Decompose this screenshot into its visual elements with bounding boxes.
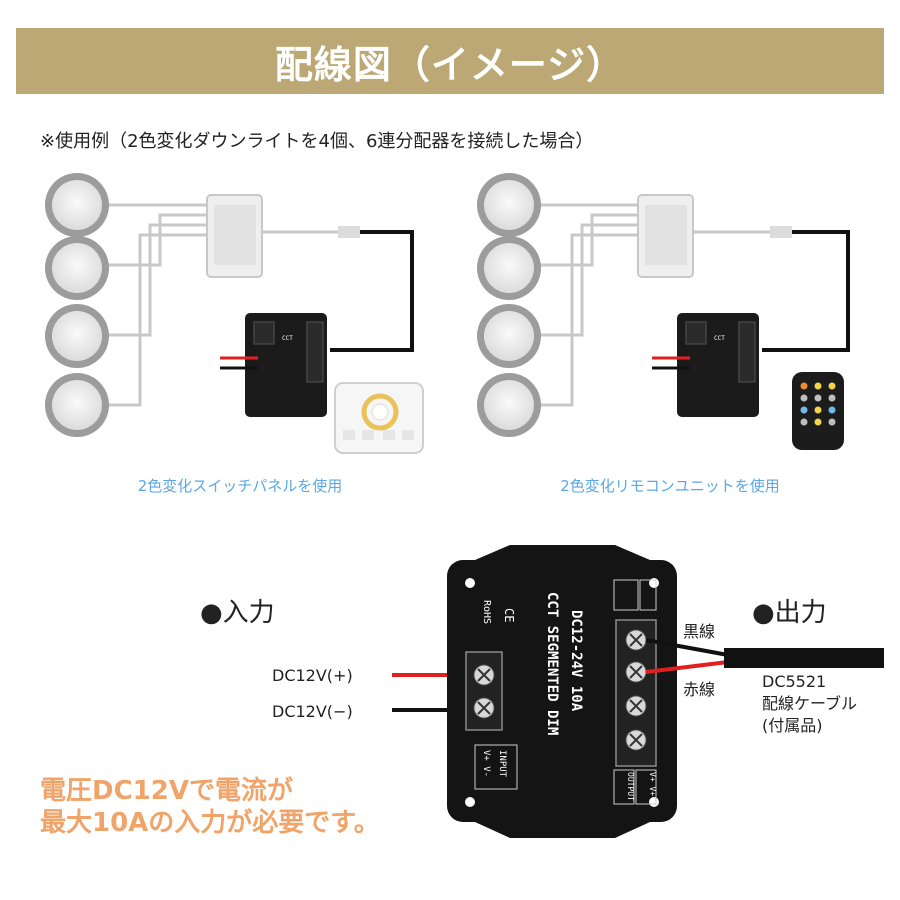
example-wiring-diagrams: CCT xyxy=(45,173,850,454)
controller-model-text: CCT SEGMENTED DIM xyxy=(544,592,560,735)
input-plus-label: DC12V(+) xyxy=(272,666,353,685)
controller-small-1: CCT xyxy=(245,313,327,417)
example-1-diagram: CCT xyxy=(45,173,424,454)
power-requirement-note: 電圧DC12Vで電流が 最大10Aの入力が必要です。 xyxy=(40,775,380,839)
cable-label-accessory: (付属品) xyxy=(762,716,823,735)
output-terminal-marks: V+ V+ xyxy=(648,772,657,796)
dc-cable-2 xyxy=(762,230,850,352)
switch-panel xyxy=(334,382,424,454)
note-line-1: 電圧DC12Vで電流が xyxy=(40,776,293,806)
cable-label-model: DC5521 xyxy=(762,672,827,691)
splitter-box xyxy=(206,194,263,278)
ce-mark: CE xyxy=(502,608,516,622)
lamp-cables-2 xyxy=(540,203,772,407)
controller-small-2: CCT xyxy=(677,313,759,417)
downlight-1 xyxy=(45,173,109,237)
downlight-5 xyxy=(477,173,541,237)
controller-rating-text: DC12-24V 10A xyxy=(568,610,584,712)
splitter-box-2 xyxy=(637,194,694,278)
cable-label-name: 配線ケーブル xyxy=(762,694,858,713)
downlight-group-2 xyxy=(477,173,541,437)
input-minus-label: DC12V(−) xyxy=(272,702,353,721)
dc-cable xyxy=(330,230,414,352)
input-title: ●入力 xyxy=(200,598,275,628)
downlight-4 xyxy=(45,373,109,437)
downlight-3 xyxy=(45,304,109,368)
example-2-diagram: CCT xyxy=(477,173,850,450)
output-mark: OUTPUT xyxy=(626,772,635,801)
example-1-caption: 2色変化スイッチパネルを使用 xyxy=(137,477,343,495)
input-mark: INPUT xyxy=(497,750,507,778)
lamp-cables xyxy=(108,203,340,407)
output-title: ●出力 xyxy=(752,598,827,628)
header-banner: 配線図（イメージ） xyxy=(16,28,884,94)
output-red-wire xyxy=(645,660,729,674)
downlight-7 xyxy=(477,304,541,368)
output-black-wire xyxy=(645,638,729,657)
downlight-8 xyxy=(477,373,541,437)
downlight-2 xyxy=(45,236,109,300)
dc-plug xyxy=(338,226,360,238)
red-wire-label: 赤線 xyxy=(683,680,716,699)
downlight-6 xyxy=(477,236,541,300)
note-line-2: 最大10Aの入力が必要です。 xyxy=(40,808,380,838)
rohs-mark: RoHS xyxy=(481,600,492,624)
page-title: 配線図（イメージ） xyxy=(274,42,626,87)
dc5521-cable xyxy=(724,648,884,668)
example-2-caption: 2色変化リモコンユニットを使用 xyxy=(560,477,780,495)
black-wire-label: 黒線 xyxy=(683,622,716,641)
usage-note: ※使用例（2色変化ダウンライトを4個、6連分配器を接続した場合） xyxy=(40,131,594,152)
dc-plug-2 xyxy=(770,226,792,238)
input-terminal-marks: V+ V- xyxy=(481,750,491,777)
controller-body: CCT SEGMENTED DIM DC12-24V 10A RoHS CE I… xyxy=(447,545,677,838)
svg-text:CCT: CCT xyxy=(282,335,293,342)
remote-control xyxy=(792,372,844,450)
svg-text:CCT: CCT xyxy=(714,335,725,342)
downlight-group xyxy=(45,173,109,437)
